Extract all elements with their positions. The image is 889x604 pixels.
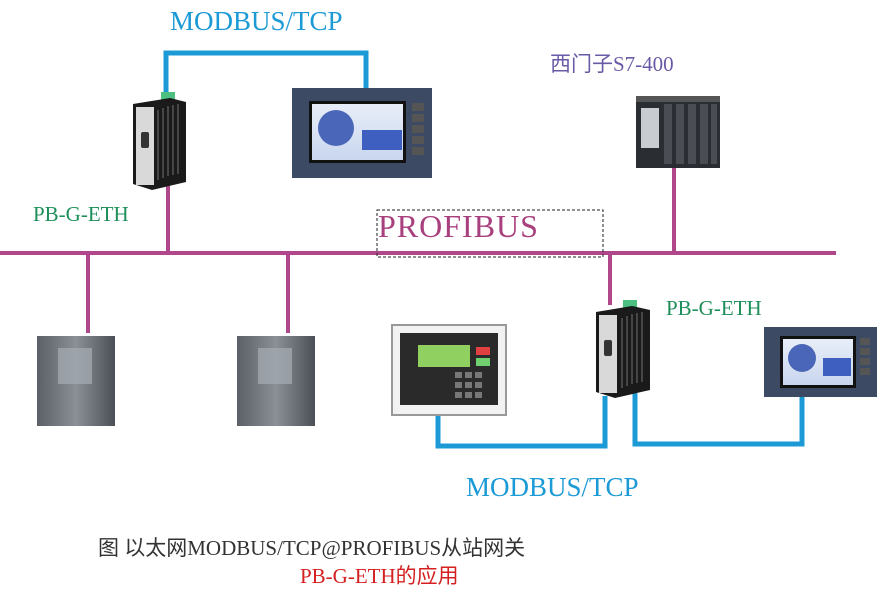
plc-label: 西门子S7-400: [550, 52, 674, 76]
hmi-touch-panel-top: [292, 88, 432, 178]
drive-1: [37, 336, 115, 426]
drive-2: [237, 336, 315, 426]
text-display-panel: [391, 324, 507, 416]
gateway-device-left: [133, 92, 186, 190]
hmi-touch-panel-right: [764, 327, 877, 397]
gateway-device-right: [596, 300, 650, 398]
modbus-tcp-label-top: MODBUS/TCP: [170, 6, 343, 36]
modbus-link-top: [163, 50, 369, 95]
profibus-label-box: [376, 209, 604, 258]
gateway-label-right: PB-G-ETH: [666, 296, 762, 320]
gateway-label-left: PB-G-ETH: [33, 202, 129, 226]
modbus-tcp-label-bottom: MODBUS/TCP: [466, 472, 639, 502]
modbus-lines: [163, 50, 805, 449]
caption-line-2: PB-G-ETH的应用: [300, 564, 459, 588]
profibus-lines: [0, 168, 836, 333]
siemens-s7-400-plc: [636, 96, 720, 168]
caption-line-1: 图 以太网MODBUS/TCP@PROFIBUS从站网关: [98, 536, 526, 560]
profibus-label: PROFIBUS: [378, 208, 539, 244]
modbus-link-hmi-right: [632, 382, 805, 447]
modbus-link-text-panel: [435, 396, 608, 449]
